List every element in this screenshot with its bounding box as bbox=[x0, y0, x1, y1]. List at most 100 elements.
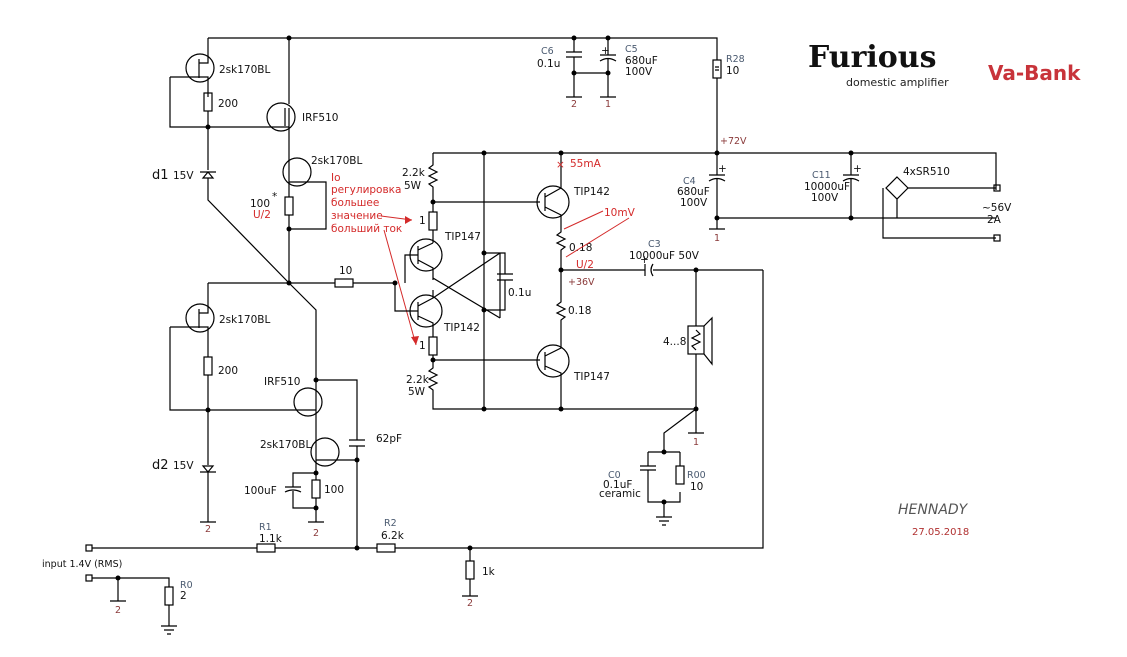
svg-text:ceramic: ceramic bbox=[599, 488, 641, 500]
svg-text:5W: 5W bbox=[404, 180, 422, 192]
svg-text:15V: 15V bbox=[173, 170, 194, 182]
output-stage: × 55mA TIP142 0.18 10mV U/2 +36V + C3 10… bbox=[536, 153, 763, 412]
svg-text:+72V: +72V bbox=[720, 136, 747, 147]
svg-text:1k: 1k bbox=[482, 566, 496, 578]
c5-capacitor: + C5 680uF 100V 1 bbox=[574, 38, 658, 110]
svg-text:10: 10 bbox=[726, 65, 739, 77]
svg-text:d1: d1 bbox=[152, 168, 169, 183]
svg-text:10: 10 bbox=[339, 265, 352, 277]
svg-text:0.1u: 0.1u bbox=[508, 287, 531, 299]
svg-text:2sk170BL: 2sk170BL bbox=[219, 314, 270, 326]
svg-text:IRF510: IRF510 bbox=[264, 376, 300, 388]
svg-text:R2: R2 bbox=[384, 518, 397, 529]
r28-resistor: R28 10 +72V bbox=[712, 54, 747, 153]
svg-text:~56V: ~56V bbox=[982, 202, 1012, 214]
svg-text:6.2k: 6.2k bbox=[381, 530, 405, 542]
svg-text:5W: 5W bbox=[408, 386, 426, 398]
svg-text:100uF: 100uF bbox=[244, 485, 277, 497]
svg-text:значение: значение bbox=[331, 210, 383, 222]
svg-text:680uF: 680uF bbox=[625, 55, 658, 67]
svg-text:2A: 2A bbox=[987, 214, 1002, 226]
svg-text:C3: C3 bbox=[648, 239, 661, 250]
svg-text:R00: R00 bbox=[687, 470, 706, 481]
svg-text:2: 2 bbox=[205, 524, 211, 535]
svg-text:2: 2 bbox=[180, 590, 187, 602]
svg-text:+: + bbox=[601, 45, 610, 57]
author-label: HENNADY bbox=[898, 502, 969, 518]
svg-text:0.1uF: 0.1uF bbox=[603, 479, 632, 491]
svg-text:1: 1 bbox=[419, 340, 426, 352]
svg-text:+: + bbox=[640, 254, 649, 266]
svg-text:1: 1 bbox=[714, 233, 720, 244]
speaker-zobel: 4...8 1 C0 0.1uF ceramic R00 10 bbox=[599, 267, 713, 526]
svg-text:2: 2 bbox=[313, 528, 319, 539]
svg-text:C11: C11 bbox=[812, 170, 831, 181]
svg-text:C5: C5 bbox=[625, 44, 638, 55]
svg-text:200: 200 bbox=[218, 98, 238, 110]
svg-text:TIP147: TIP147 bbox=[444, 231, 481, 243]
svg-text:100: 100 bbox=[250, 198, 270, 210]
svg-text:*: * bbox=[272, 191, 277, 203]
svg-text:+: + bbox=[718, 163, 727, 175]
svg-text:TIP142: TIP142 bbox=[443, 322, 480, 334]
svg-text:0.1u: 0.1u bbox=[537, 58, 560, 70]
svg-text:C0: C0 bbox=[608, 470, 621, 481]
svg-text:C4: C4 bbox=[683, 176, 696, 187]
svg-text:1: 1 bbox=[693, 437, 699, 448]
svg-text:1.1k: 1.1k bbox=[259, 533, 283, 545]
upper-current-source: 2sk170BL 200 IRF510 d1 15V 2sk170BL 100 … bbox=[152, 38, 362, 284]
svg-text:10000uF 50V: 10000uF 50V bbox=[629, 250, 700, 262]
svg-text:регулировка: регулировка bbox=[331, 184, 401, 196]
svg-text:2sk170BL: 2sk170BL bbox=[260, 439, 311, 451]
svg-text:2: 2 bbox=[467, 598, 473, 609]
svg-text:680uF: 680uF bbox=[677, 186, 710, 198]
title-main: Furious bbox=[808, 40, 937, 75]
svg-text:0.18: 0.18 bbox=[568, 305, 591, 317]
svg-text:TIP147: TIP147 bbox=[573, 371, 610, 383]
svg-text:больший ток: больший ток bbox=[331, 223, 402, 235]
svg-text:R1: R1 bbox=[259, 522, 272, 533]
svg-text:input 1.4V (RMS): input 1.4V (RMS) bbox=[42, 559, 122, 570]
svg-text:100V: 100V bbox=[680, 197, 708, 209]
svg-text:2: 2 bbox=[115, 605, 121, 616]
svg-text:Io: Io bbox=[331, 172, 341, 184]
input-network: R1 1.1k R2 6.2k 1k 2 input 1.4V (RMS) 2 … bbox=[42, 270, 764, 635]
driver-stage: 2.2k 5W 1 TIP147 TIP142 1 2.2k 5W 0.1u bbox=[394, 153, 696, 412]
c6-capacitor: C6 0.1u 2 bbox=[537, 38, 582, 110]
svg-text:100V: 100V bbox=[625, 66, 653, 78]
svg-text:U/2: U/2 bbox=[253, 209, 271, 221]
svg-text:4...8: 4...8 bbox=[663, 336, 686, 348]
date-label: 27.05.2018 bbox=[912, 527, 969, 538]
svg-text:C6: C6 bbox=[541, 46, 554, 57]
svg-text:2sk170BL: 2sk170BL bbox=[219, 64, 270, 76]
svg-text:62pF: 62pF bbox=[376, 433, 402, 445]
base-resistor-10: 10 bbox=[208, 265, 398, 288]
svg-text:TIP142: TIP142 bbox=[573, 186, 610, 198]
svg-text:U/2: U/2 bbox=[576, 259, 594, 271]
svg-text:1: 1 bbox=[419, 215, 426, 227]
svg-text:×: × bbox=[556, 159, 565, 171]
svg-text:2.2k: 2.2k bbox=[406, 374, 430, 386]
io-adjust-note: Io регулировка большее значение больший … bbox=[331, 172, 419, 346]
svg-text:200: 200 bbox=[218, 365, 238, 377]
svg-text:100: 100 bbox=[324, 484, 344, 496]
power-supply: + C4 680uF 100V 1 + C11 10000uF 100V 4xS… bbox=[433, 150, 1012, 244]
svg-text:+36V: +36V bbox=[568, 277, 595, 288]
svg-text:100V: 100V bbox=[811, 192, 839, 204]
svg-text:55mA: 55mA bbox=[570, 158, 602, 170]
svg-text:2sk170BL: 2sk170BL bbox=[311, 155, 362, 167]
svg-text:15V: 15V bbox=[173, 460, 194, 472]
svg-text:4xSR510: 4xSR510 bbox=[903, 166, 950, 178]
svg-text:d2: d2 bbox=[152, 458, 169, 473]
svg-text:1: 1 bbox=[605, 99, 611, 110]
title-subtitle: domestic amplifier bbox=[846, 76, 949, 89]
svg-text:10: 10 bbox=[690, 481, 703, 493]
svg-text:2.2k: 2.2k bbox=[402, 167, 426, 179]
svg-text:R0: R0 bbox=[180, 580, 193, 591]
brand-label: Va-Bank bbox=[988, 61, 1081, 85]
svg-text:10mV: 10mV bbox=[604, 207, 636, 219]
svg-text:IRF510: IRF510 bbox=[302, 112, 338, 124]
svg-text:+: + bbox=[853, 163, 862, 175]
svg-text:R28: R28 bbox=[726, 54, 745, 65]
